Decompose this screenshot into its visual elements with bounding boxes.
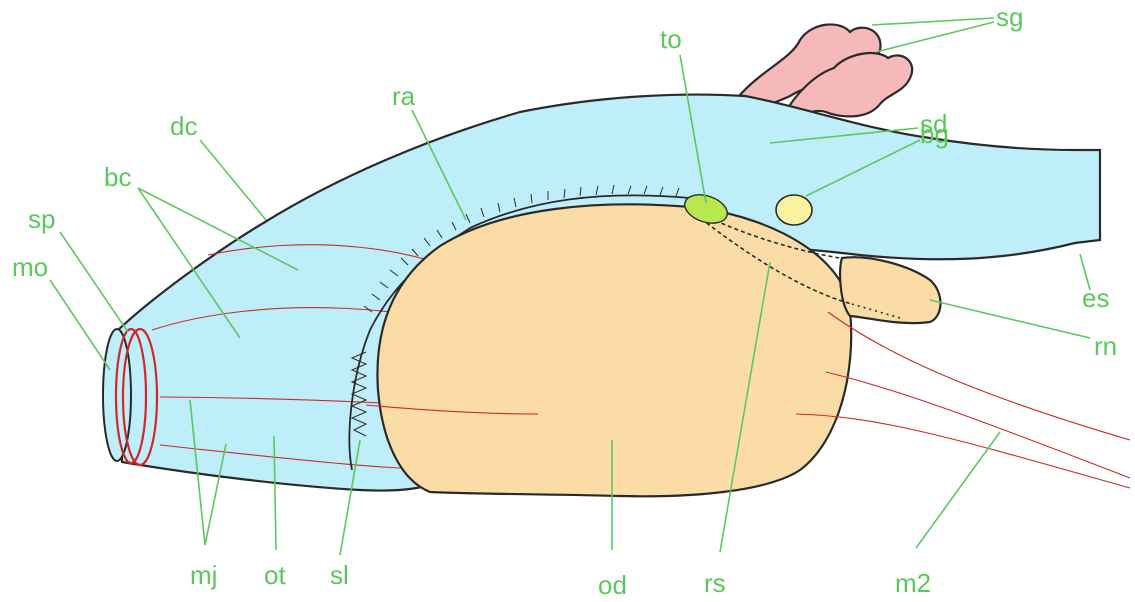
label-mo: mo [12,252,48,282]
buccal-ganglion [776,195,812,225]
odontophore [377,204,851,496]
label-bc: bc [104,162,131,192]
label-od: od [598,570,627,600]
label-ot: ot [264,560,286,590]
label-rn: rn [1094,331,1117,361]
label-to: to [660,24,682,54]
label-sl: sl [330,560,349,590]
radular-nucleus [840,257,940,323]
label-mj: mj [190,560,217,590]
label-rs: rs [704,568,726,598]
label-es: es [1082,283,1109,313]
label-sp: sp [28,204,55,234]
label-sg: sg [996,2,1023,32]
label-bg: bg [920,119,949,149]
label-ra: ra [392,81,416,111]
label-dc: dc [170,111,197,141]
label-m2: m2 [895,568,931,598]
